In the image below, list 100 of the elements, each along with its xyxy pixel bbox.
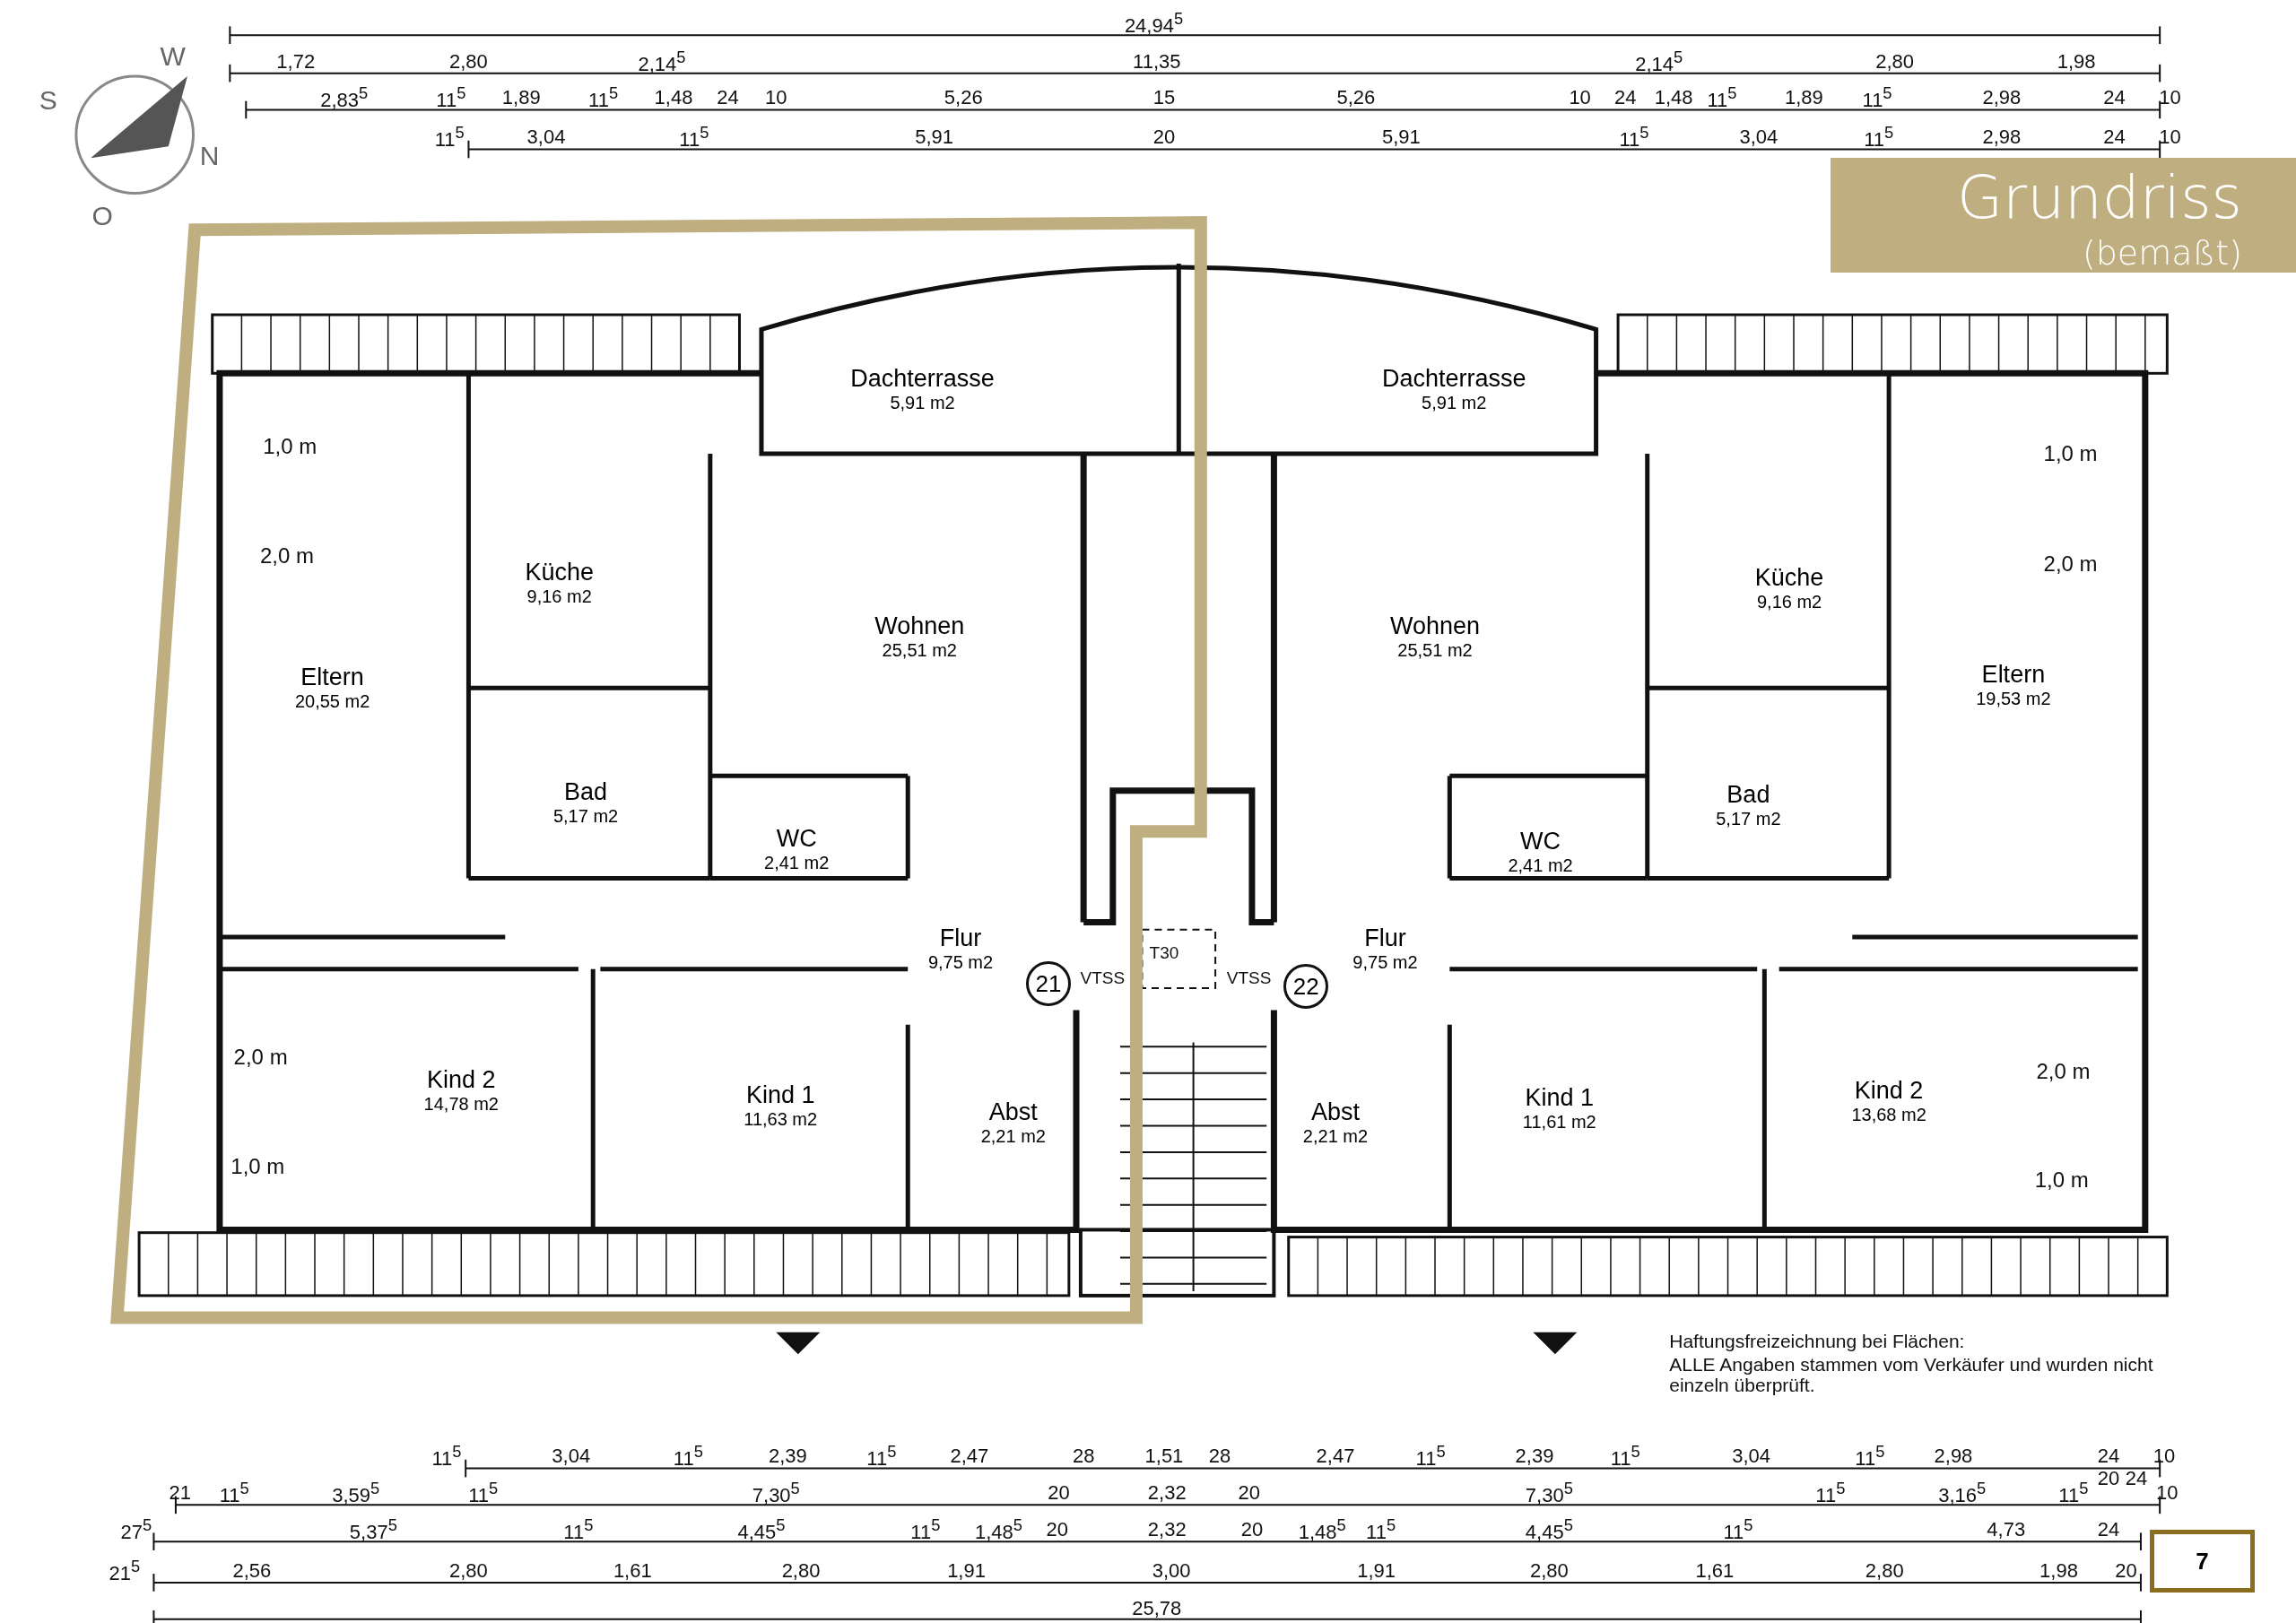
room-name: Kind 1 xyxy=(745,1081,815,1109)
dimension-value: 4,45$^{5}$ xyxy=(737,1516,786,1543)
dimension-value: 1,61 xyxy=(1695,1559,1735,1582)
room-area: 14,78 m2 xyxy=(423,1094,499,1115)
clearance-dimension: 2,0 m xyxy=(233,1045,288,1069)
room-area: 9,16 m2 xyxy=(526,586,592,607)
dimension-value: 7,30$^{5}$ xyxy=(752,1480,800,1507)
clearance-dimension: 1,0 m xyxy=(263,434,317,459)
dimension-value: 25,78 xyxy=(1132,1598,1182,1620)
dimension-value: 1,48 xyxy=(1654,87,1693,109)
dimension-value: 4,45$^{5}$ xyxy=(1525,1516,1573,1543)
dimension-value: 11$^{5}$ xyxy=(910,1516,941,1543)
dimension-value: 1,51 xyxy=(1144,1445,1184,1468)
dimension-value: 4,73 xyxy=(1987,1519,2026,1541)
dimension-value: 2,32 xyxy=(1147,1519,1187,1541)
dimension-value: 11$^{5}$ xyxy=(1855,1443,1885,1471)
dimension-value: 20 xyxy=(1238,1482,1260,1505)
dimension-value: 11$^{5}$ xyxy=(1366,1516,1396,1543)
page-number: 7 xyxy=(2149,1530,2256,1593)
dimension-value: 5,91 xyxy=(1382,126,1421,149)
dimension-value: 11$^{5}$ xyxy=(2058,1480,2089,1507)
clearance-dimension: 2,0 m xyxy=(2043,551,2098,576)
room-area: 5,17 m2 xyxy=(1716,809,1781,829)
dimension-value: 2,80 xyxy=(1865,1559,1904,1582)
dimension-value: 3,16$^{5}$ xyxy=(1938,1480,1987,1507)
dimension-value: 2,80 xyxy=(1875,50,1915,73)
room-area: 19,53 m2 xyxy=(1976,689,2051,710)
compass-letter: O xyxy=(91,200,113,230)
dimension-value: 2,14$^{5}$ xyxy=(1635,48,1683,75)
room-name: Bad xyxy=(1726,780,1770,809)
dimension-value: 24 xyxy=(1614,87,1637,109)
dimension-value: 11$^{5}$ xyxy=(431,1443,462,1471)
dimension-value: 1,89 xyxy=(501,87,541,109)
note-text: ALLE Angaben stammen vom Verkäufer und wurden nicht einzeln überprüft. xyxy=(1669,1354,2154,1396)
dimension-value: 11$^{5}$ xyxy=(1723,1516,1753,1543)
room-name: Bad xyxy=(564,777,608,806)
room-name: Abst xyxy=(1310,1098,1360,1127)
room-name: Küche xyxy=(1754,564,1824,593)
room-area: 5,17 m2 xyxy=(552,805,619,827)
dimension-value: 11$^{5}$ xyxy=(1415,1443,1446,1471)
dimension-value: 11$^{5}$ xyxy=(434,124,465,152)
apartment-number: 22 xyxy=(1283,964,1329,1010)
dimension-value: 2,39 xyxy=(1515,1445,1554,1468)
dimension-value: 20 xyxy=(1046,1519,1068,1541)
dimension-value: 3,04 xyxy=(526,126,566,149)
dimension-value: 3,59$^{5}$ xyxy=(332,1480,380,1507)
clearance-dimension: 1,0 m xyxy=(2043,441,2098,466)
room-area: 25,51 m2 xyxy=(882,640,957,662)
room-name: WC xyxy=(776,824,817,853)
compass-letter: S xyxy=(39,84,57,115)
dimension-value: 24 xyxy=(2103,126,2126,149)
dimension-value: 2,80 xyxy=(449,1559,488,1582)
dimension-value: 24,94$^{5}$ xyxy=(1124,10,1184,37)
title: Grundriss xyxy=(1956,163,2242,233)
apartment-number: 21 xyxy=(1025,961,1071,1007)
room-name: Flur xyxy=(939,924,982,952)
dimension-value: 11$^{5}$ xyxy=(673,1443,703,1471)
room-area: 9,16 m2 xyxy=(1756,592,1822,613)
room-area: 5,91 m2 xyxy=(1422,393,1487,414)
dimension-value: 24 xyxy=(2103,87,2126,109)
dimension-value: 3,04 xyxy=(1739,126,1779,149)
room-name: Küche xyxy=(525,558,594,586)
dimension-value: 1,98 xyxy=(2057,50,2096,73)
dimension-value: 24 xyxy=(2097,1445,2120,1468)
dimension-value: 5,91 xyxy=(915,126,954,149)
room-name: Eltern xyxy=(300,664,364,692)
room-area: 25,51 m2 xyxy=(1397,640,1473,662)
room-area: 2,41 m2 xyxy=(764,852,830,873)
dimension-value: 2,98 xyxy=(1934,1445,1973,1468)
dimension-value: 1,98 xyxy=(2039,1559,2078,1582)
dimension-value: 21 xyxy=(169,1482,192,1505)
dimension-value: 20 xyxy=(1152,126,1176,149)
compass-letter: N xyxy=(199,140,220,170)
dimension-value: 20 xyxy=(1048,1482,1070,1505)
compass-letter: W xyxy=(160,40,186,71)
room-area: 5,91 m2 xyxy=(890,393,955,414)
dimension-value: 20 xyxy=(1240,1519,1264,1541)
dimension-value: 2,39 xyxy=(768,1445,807,1468)
dimension-value: 11$^{5}$ xyxy=(1619,124,1649,152)
dimension-value: 20 xyxy=(2097,1467,2120,1490)
dimension-value: 11$^{5}$ xyxy=(679,124,709,152)
dimension-value: 5,26 xyxy=(1336,87,1376,109)
dimension-value: 2,83$^{5}$ xyxy=(320,84,369,112)
dimension-value: 10 xyxy=(2152,1445,2176,1468)
dimension-value: 2,47 xyxy=(950,1445,989,1468)
room-area: 9,75 m2 xyxy=(927,952,994,973)
room-name: Kind 2 xyxy=(1854,1076,1924,1105)
dimension-value: 1,91 xyxy=(947,1559,986,1582)
room-area: 20,55 m2 xyxy=(294,691,370,713)
dimension-value: 1,72 xyxy=(276,50,316,73)
dimension-value: 2,80 xyxy=(1529,1559,1569,1582)
dimension-value: 2,14$^{5}$ xyxy=(638,48,686,75)
dimension-value: 11,35 xyxy=(1133,50,1181,73)
room-name: Flur xyxy=(1364,924,1406,952)
dimension-value: 10 xyxy=(2159,87,2181,109)
dimension-value: 20 xyxy=(2115,1559,2137,1582)
clearance-dimension: 1,0 m xyxy=(2034,1167,2089,1193)
dimension-value: 3,04 xyxy=(552,1445,591,1468)
dimension-value: 5,37$^{5}$ xyxy=(349,1516,397,1543)
dimension-value: 28 xyxy=(1072,1445,1095,1468)
